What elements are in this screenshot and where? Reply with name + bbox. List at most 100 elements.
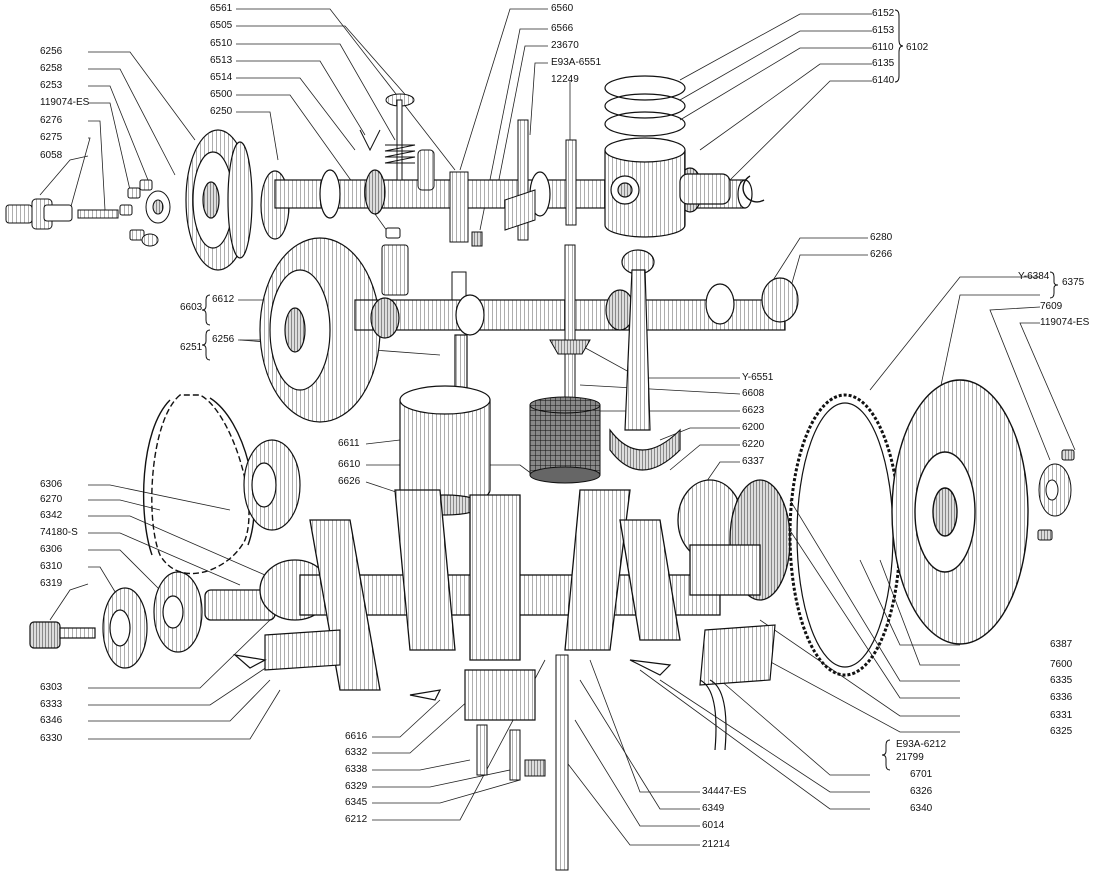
label-6135: 6135 — [872, 58, 895, 69]
main-bearing-caps — [232, 624, 776, 721]
camshaft-gear-large — [259, 237, 381, 423]
label-6140: 6140 — [872, 75, 895, 86]
label-6303: 6303 — [40, 682, 63, 693]
label-6326: 6326 — [910, 786, 933, 797]
cap-studs — [476, 654, 569, 871]
valve-assembly — [359, 93, 435, 296]
oil-filter-screen — [529, 396, 601, 484]
label-6253: 6253 — [40, 80, 63, 91]
label-6212: 6212 — [345, 814, 368, 825]
label-E93A-6551: E93A-6551 — [551, 57, 602, 68]
label-6566: 6566 — [551, 23, 574, 34]
label-6332: 6332 — [345, 747, 368, 758]
piston-and-rings — [604, 75, 731, 238]
label-6560: 6560 — [551, 3, 574, 14]
label-6611: 6611 — [338, 438, 360, 449]
label-6058: 6058 — [40, 150, 63, 161]
label-6337: 6337 — [742, 456, 765, 467]
label-6612: 6612 — [212, 294, 235, 305]
label-6250: 6250 — [210, 106, 233, 117]
label-7609: 7609 — [1040, 301, 1063, 312]
label-6256-upper: 6256 — [40, 46, 63, 57]
label-6561: 6561 — [210, 3, 233, 14]
label-6387: 6387 — [1050, 639, 1073, 650]
label-6256-lower: 6256 — [212, 334, 235, 345]
label-6110: 6110 — [872, 42, 894, 53]
label-6514: 6514 — [210, 72, 233, 83]
label-6335: 6335 — [1050, 675, 1073, 686]
label-12249: 12249 — [551, 74, 579, 85]
label-6623: 6623 — [742, 405, 765, 416]
label-6349: 6349 — [702, 803, 725, 814]
label-6330: 6330 — [40, 733, 63, 744]
label-Y-6551: Y-6551 — [742, 372, 774, 383]
label-6510: 6510 — [210, 38, 233, 49]
timing-cover-bolt — [5, 198, 119, 230]
label-119074-ES-right: 119074-ES — [1040, 317, 1090, 328]
label-6608: 6608 — [742, 388, 765, 399]
label-23670: 23670 — [551, 40, 579, 51]
label-6270: 6270 — [40, 494, 63, 505]
label-6500: 6500 — [210, 89, 233, 100]
label-6325: 6325 — [1050, 726, 1073, 737]
label-6345: 6345 — [345, 797, 368, 808]
flywheel-bolts — [1037, 449, 1075, 541]
label-74180-S: 74180-S — [40, 527, 78, 538]
label-21214: 21214 — [702, 839, 730, 850]
label-6333: 6333 — [40, 699, 63, 710]
label-6340: 6340 — [910, 803, 933, 814]
label-6251: 6251 — [180, 342, 203, 353]
flywheel — [891, 379, 1029, 645]
camshaft-sprocket — [185, 129, 253, 271]
oil-pump-body — [399, 334, 491, 516]
label-6603: 6603 — [180, 302, 203, 313]
label-6336: 6336 — [1050, 692, 1073, 703]
label-6220: 6220 — [742, 439, 765, 450]
label-6266: 6266 — [870, 249, 893, 260]
brace-marks — [201, 9, 1059, 771]
label-34447-ES: 34447-ES — [702, 786, 747, 797]
label-6701: 6701 — [910, 769, 933, 780]
label-6610: 6610 — [338, 459, 361, 470]
label-6280: 6280 — [870, 232, 893, 243]
label-6306-upper: 6306 — [40, 479, 63, 490]
label-119074-ES-left: 119074-ES — [40, 97, 90, 108]
crankshaft-front-parts — [29, 571, 203, 669]
label-6276: 6276 — [40, 115, 63, 126]
label-Y-6384: Y-6384 — [1018, 271, 1050, 282]
label-6329: 6329 — [345, 781, 368, 792]
label-6306-lower: 6306 — [40, 544, 63, 555]
flywheel-ring-gear — [788, 393, 902, 677]
label-6258: 6258 — [40, 63, 63, 74]
label-6616: 6616 — [345, 731, 368, 742]
label-6200: 6200 — [742, 422, 765, 433]
label-6331: 6331 — [1050, 710, 1073, 721]
label-6375: 6375 — [1062, 277, 1085, 288]
small-bolts — [119, 179, 171, 247]
label-6626: 6626 — [338, 476, 361, 487]
label-6346: 6346 — [40, 715, 63, 726]
leader-lines — [39, 8, 1076, 846]
label-7600: 7600 — [1050, 659, 1073, 670]
label-6153: 6153 — [872, 25, 895, 36]
label-6342: 6342 — [40, 510, 63, 521]
crankshaft — [204, 479, 791, 691]
label-6505: 6505 — [210, 20, 233, 31]
label-6513: 6513 — [210, 55, 233, 66]
camshaft-lower — [354, 277, 799, 339]
label-6102: 6102 — [906, 42, 929, 53]
label-6152: 6152 — [872, 8, 895, 19]
oil-tube — [699, 679, 727, 751]
connecting-rod — [609, 249, 681, 471]
label-6275: 6275 — [40, 132, 63, 143]
tappet-and-shafts — [449, 119, 577, 303]
label-E93A-6212: E93A-6212 — [896, 739, 947, 750]
crankshaft-gear — [243, 439, 301, 531]
label-6319: 6319 — [40, 578, 63, 589]
label-6338: 6338 — [345, 764, 368, 775]
timing-chain — [142, 394, 255, 575]
label-6310: 6310 — [40, 561, 63, 572]
label-6014: 6014 — [702, 820, 725, 831]
